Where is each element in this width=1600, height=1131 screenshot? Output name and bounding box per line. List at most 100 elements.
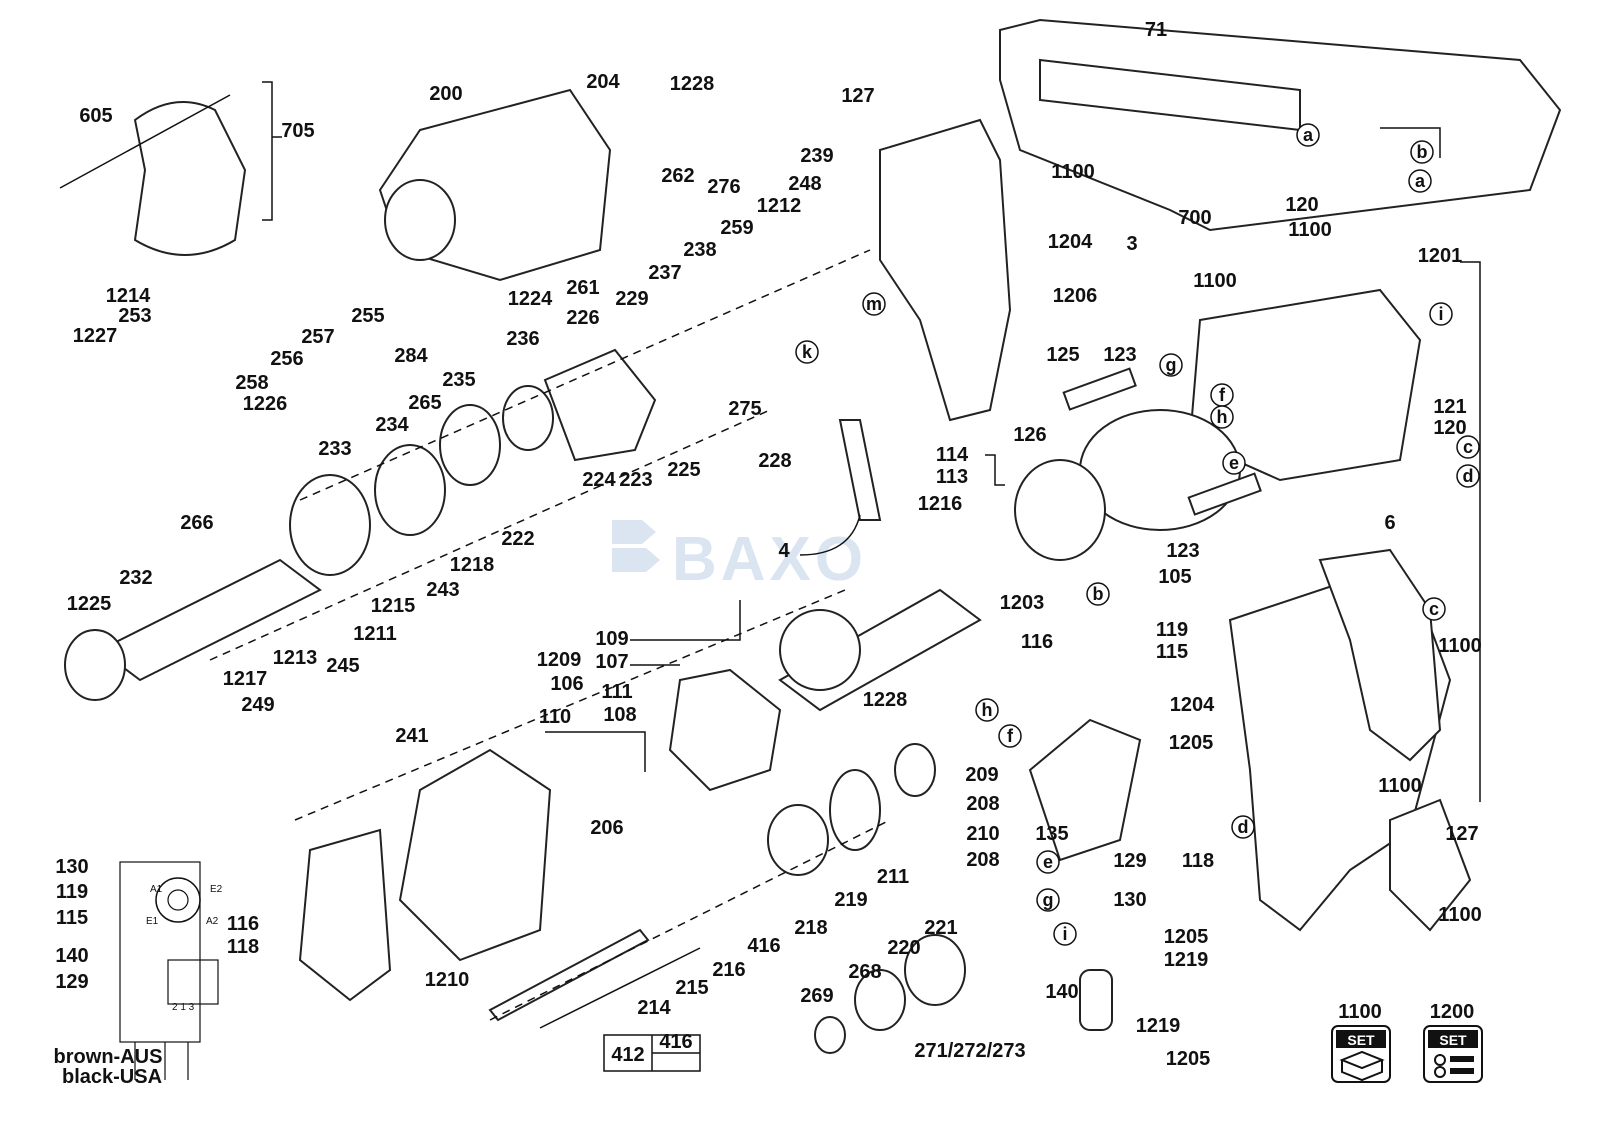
tool-case-icon bbox=[1339, 1050, 1385, 1082]
part-label: 1201 bbox=[1418, 245, 1463, 267]
part-label: 3 bbox=[1126, 233, 1137, 255]
part-label: 262 bbox=[661, 165, 694, 187]
part-label: black-USA bbox=[62, 1066, 162, 1088]
part-label: 129 bbox=[55, 971, 88, 993]
part-label: 1226 bbox=[243, 393, 288, 415]
connector-marker-letter: g bbox=[1043, 890, 1054, 910]
part-label: 1100 bbox=[1378, 775, 1421, 797]
part-label: 140 bbox=[55, 945, 88, 967]
part-label: 1214 bbox=[106, 285, 151, 307]
part-label: 225 bbox=[667, 459, 700, 481]
part-label: 1100 bbox=[1438, 635, 1481, 657]
part-label: 1209 bbox=[537, 649, 582, 671]
connector-marker-letter: e bbox=[1229, 453, 1239, 473]
part-label: 1211 bbox=[353, 623, 396, 645]
part-label: 220 bbox=[887, 937, 920, 959]
part-label: 110 bbox=[539, 706, 571, 728]
part-label: 1227 bbox=[73, 325, 118, 347]
part-label: 1228 bbox=[863, 689, 908, 711]
part-label: 1210 bbox=[425, 969, 470, 991]
part-label: 1100 bbox=[1438, 904, 1481, 926]
part-label: 6 bbox=[1384, 512, 1395, 534]
connector-marker-letter: b bbox=[1417, 142, 1428, 162]
part-label: 208 bbox=[966, 849, 999, 871]
leader-lines bbox=[209, 81, 1481, 1029]
part-label: 1205 bbox=[1164, 926, 1209, 948]
part-label: 261 bbox=[566, 277, 599, 299]
part-label: 111 bbox=[601, 681, 632, 703]
part-label: 127 bbox=[1445, 823, 1478, 845]
part-label: 1224 bbox=[508, 288, 553, 310]
part-label: 233 bbox=[318, 438, 351, 460]
part-label: 114 bbox=[936, 444, 969, 466]
part-label: 255 bbox=[351, 305, 384, 327]
part-label: 108 bbox=[603, 704, 636, 726]
part-label: 1100 bbox=[1288, 219, 1331, 241]
part-label: 269 bbox=[800, 985, 833, 1007]
connector-marker-letter: k bbox=[802, 342, 813, 362]
part-label: 259 bbox=[720, 217, 753, 239]
part-label: 118 bbox=[1182, 850, 1214, 872]
part-label: 208 bbox=[966, 793, 999, 815]
part-label: 245 bbox=[326, 655, 359, 677]
part-label: 605 bbox=[79, 105, 112, 127]
part-label: 115 bbox=[56, 907, 88, 929]
part-label: 224 bbox=[582, 469, 616, 491]
part-label: 1205 bbox=[1166, 1048, 1211, 1070]
connector-marker: c bbox=[1456, 435, 1480, 459]
part-label: 107 bbox=[595, 651, 628, 673]
svg-text:1200: 1200 bbox=[1430, 1001, 1475, 1023]
part-label: 120 bbox=[1433, 417, 1466, 439]
part-label: 109 bbox=[595, 628, 628, 650]
part-label: 258 bbox=[235, 372, 268, 394]
part-label: 123 bbox=[1166, 540, 1199, 562]
part-label: 221 bbox=[924, 917, 957, 939]
part-label: 116 bbox=[227, 913, 259, 935]
connector-marker: b bbox=[1410, 140, 1434, 164]
connector-marker-letter: c bbox=[1463, 437, 1473, 457]
connector-marker-letter: m bbox=[866, 294, 882, 314]
connector-marker: d bbox=[1456, 464, 1480, 488]
shaft bbox=[488, 928, 650, 1022]
part-label: 1204 bbox=[1048, 231, 1093, 253]
connector-marker: d bbox=[1231, 815, 1255, 839]
connector-marker-letter: d bbox=[1238, 817, 1249, 837]
part-label: 237 bbox=[648, 262, 681, 284]
part-label: 243 bbox=[426, 579, 459, 601]
set-box-1100: 1100 SET bbox=[1331, 1001, 1391, 1083]
part-label: 1218 bbox=[450, 554, 495, 576]
svg-text:SET: SET bbox=[1347, 1032, 1375, 1048]
part-label: 275 bbox=[728, 398, 761, 420]
box-label-412: 412 bbox=[611, 1044, 644, 1066]
part-label: 236 bbox=[506, 328, 539, 350]
part-label: 226 bbox=[566, 307, 599, 329]
part-label: 71 bbox=[1145, 19, 1167, 41]
part-label: 1100 bbox=[1193, 270, 1236, 292]
watermark-text: BAXO bbox=[672, 525, 867, 594]
gasket bbox=[298, 828, 392, 1002]
connector-marker: c bbox=[1422, 597, 1446, 621]
part-label: 129 bbox=[1113, 850, 1146, 872]
svg-text:1100: 1100 bbox=[1338, 1001, 1381, 1023]
part-number-labels: 6057051214253122712262582562572552842002… bbox=[54, 19, 1482, 1088]
connector-marker-letter: d bbox=[1463, 466, 1474, 486]
part-label: brown-AUS bbox=[54, 1046, 163, 1068]
connector-marker-letter: g bbox=[1166, 355, 1177, 375]
part-label: 266 bbox=[180, 512, 213, 534]
part-label: 1219 bbox=[1136, 1015, 1181, 1037]
part-label: 1205 bbox=[1169, 732, 1214, 754]
spindle bbox=[98, 558, 322, 682]
part-label: 239 bbox=[800, 145, 833, 167]
part-label: 105 bbox=[1158, 566, 1191, 588]
part-label: 700 bbox=[1178, 207, 1211, 229]
part-label: 249 bbox=[241, 694, 274, 716]
connector-marker-letter: e bbox=[1043, 852, 1053, 872]
connector-marker-letter: i bbox=[1438, 304, 1443, 324]
connector-marker-letter: f bbox=[1007, 726, 1014, 746]
part-label: 218 bbox=[794, 917, 827, 939]
part-label: 276 bbox=[707, 176, 740, 198]
part-label: 1204 bbox=[1170, 694, 1215, 716]
connector-marker: m bbox=[862, 292, 886, 316]
rear-housing bbox=[879, 118, 1012, 422]
part-label: 130 bbox=[1113, 889, 1146, 911]
